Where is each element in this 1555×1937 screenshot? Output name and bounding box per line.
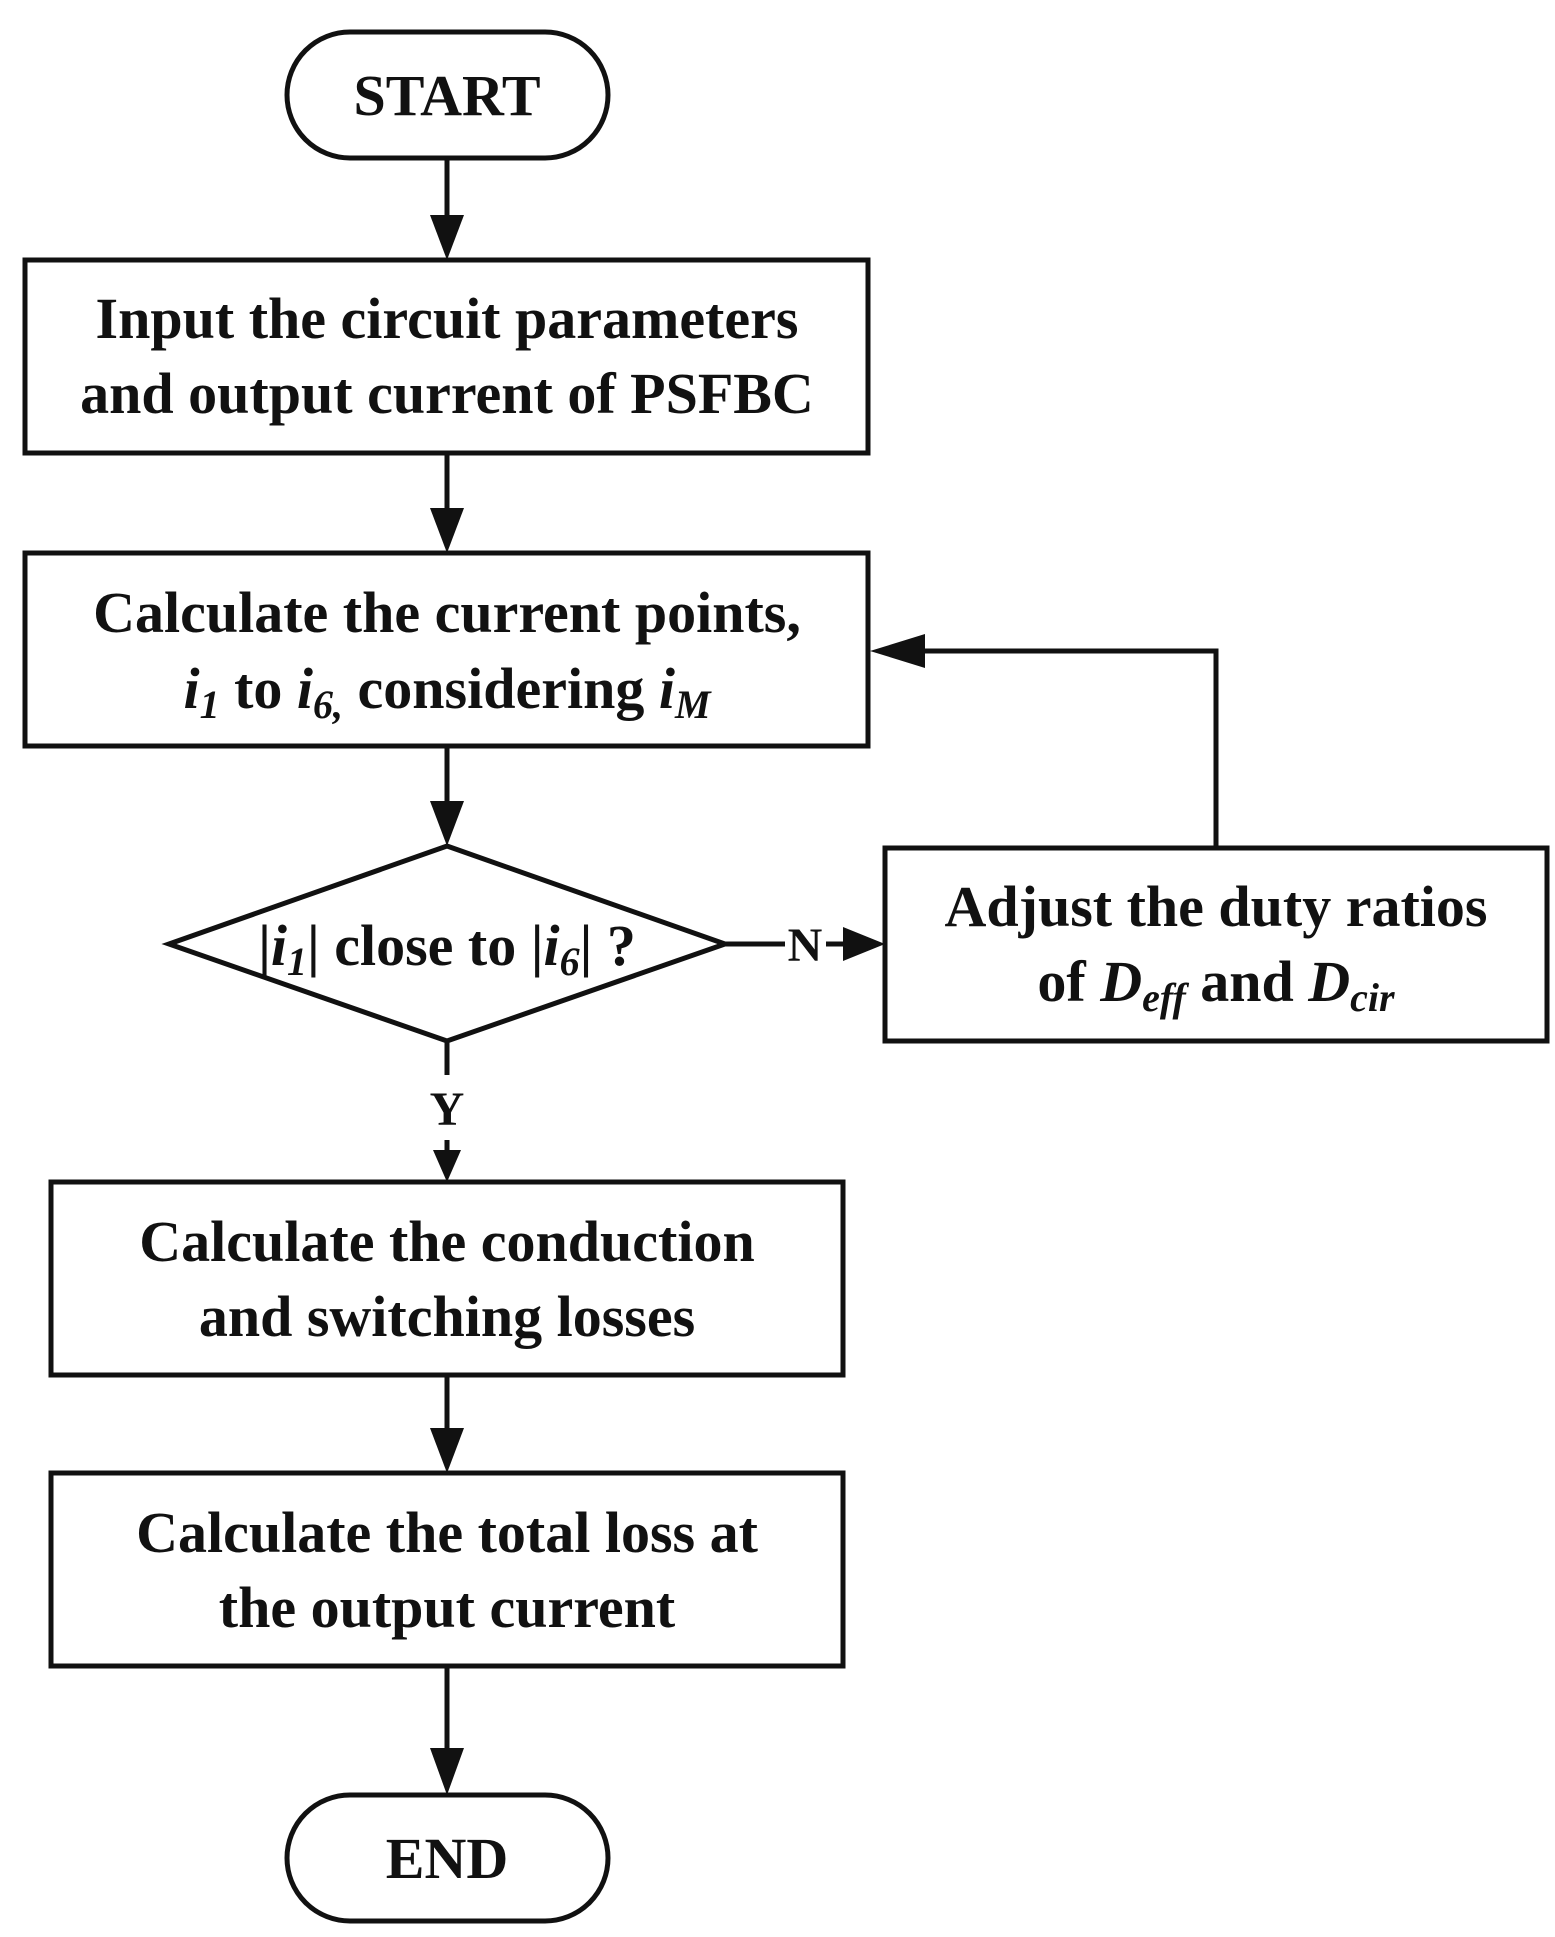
arrow-losses-to-total: [430, 1375, 464, 1473]
text-run: and: [1186, 949, 1309, 1014]
arrow-yes-branch: Y: [430, 1041, 465, 1182]
text-run: cir: [1350, 975, 1395, 1020]
text-run: 6: [560, 939, 580, 984]
arrow-total-to-end: [430, 1666, 464, 1795]
text-run: to: [220, 656, 297, 721]
end-label: END: [386, 1826, 508, 1891]
adjust-duty-ratios-box: Adjust the duty ratios of Deff and Dcir: [882, 845, 1550, 1044]
arrow-no-branch: N: [725, 919, 885, 972]
arrow-calc-points-to-decision: [430, 746, 464, 846]
losses-box-line1: Calculate the conduction: [139, 1209, 754, 1274]
start-label: START: [353, 63, 540, 128]
input-box-line1: Input the circuit parameters: [96, 286, 799, 351]
text-run: of: [1037, 949, 1100, 1014]
text-run: i: [183, 656, 199, 721]
adjust-box-line1: Adjust the duty ratios: [945, 874, 1488, 939]
text-run: i: [297, 656, 313, 721]
calc-total-loss-box: Calculate the total loss at the output c…: [48, 1470, 846, 1669]
text-run: M: [674, 682, 712, 727]
text-run: considering: [343, 656, 659, 721]
input-parameters-box: Input the circuit parameters and output …: [22, 257, 871, 456]
yes-label: Y: [430, 1083, 465, 1136]
calc-losses-box: Calculate the conduction and switching l…: [48, 1179, 846, 1378]
text-run: 1: [200, 682, 220, 727]
text-run: D: [1099, 949, 1142, 1014]
no-label: N: [788, 919, 823, 972]
adjust-box-line2: of Deff and Dcir: [1037, 949, 1395, 1020]
text-run: i: [544, 913, 560, 978]
text-run: 1: [287, 939, 307, 984]
total-box-line1: Calculate the total loss at: [136, 1500, 758, 1565]
losses-box-line2: and switching losses: [199, 1284, 695, 1349]
arrow-input-to-calc-points: [430, 453, 464, 553]
text-run: | ?: [580, 913, 636, 978]
start-terminal: START: [284, 29, 611, 161]
total-box-line2: the output current: [219, 1575, 676, 1640]
text-run: i: [271, 913, 287, 978]
decision-diamond: |i1| close to |i6| ?: [161, 843, 733, 1044]
text-run: | close to |: [307, 913, 544, 978]
text-run: 6,: [313, 682, 343, 727]
arrow-loop-back: [870, 634, 1219, 848]
text-run: i: [659, 656, 675, 721]
arrow-start-to-input: [430, 158, 464, 260]
end-terminal: END: [284, 1792, 611, 1924]
text-run: |: [258, 913, 271, 978]
input-box-line2: and output current of PSFBC: [80, 361, 814, 426]
decision-text: |i1| close to |i6| ?: [258, 913, 636, 984]
calc-current-points-box: Calculate the current points, i1 to i6, …: [22, 550, 871, 749]
text-run: eff: [1142, 975, 1189, 1020]
calc-points-line2: i1 to i6, considering iM: [183, 656, 712, 727]
text-run: D: [1307, 949, 1350, 1014]
calc-points-line1: Calculate the current points,: [93, 580, 801, 645]
